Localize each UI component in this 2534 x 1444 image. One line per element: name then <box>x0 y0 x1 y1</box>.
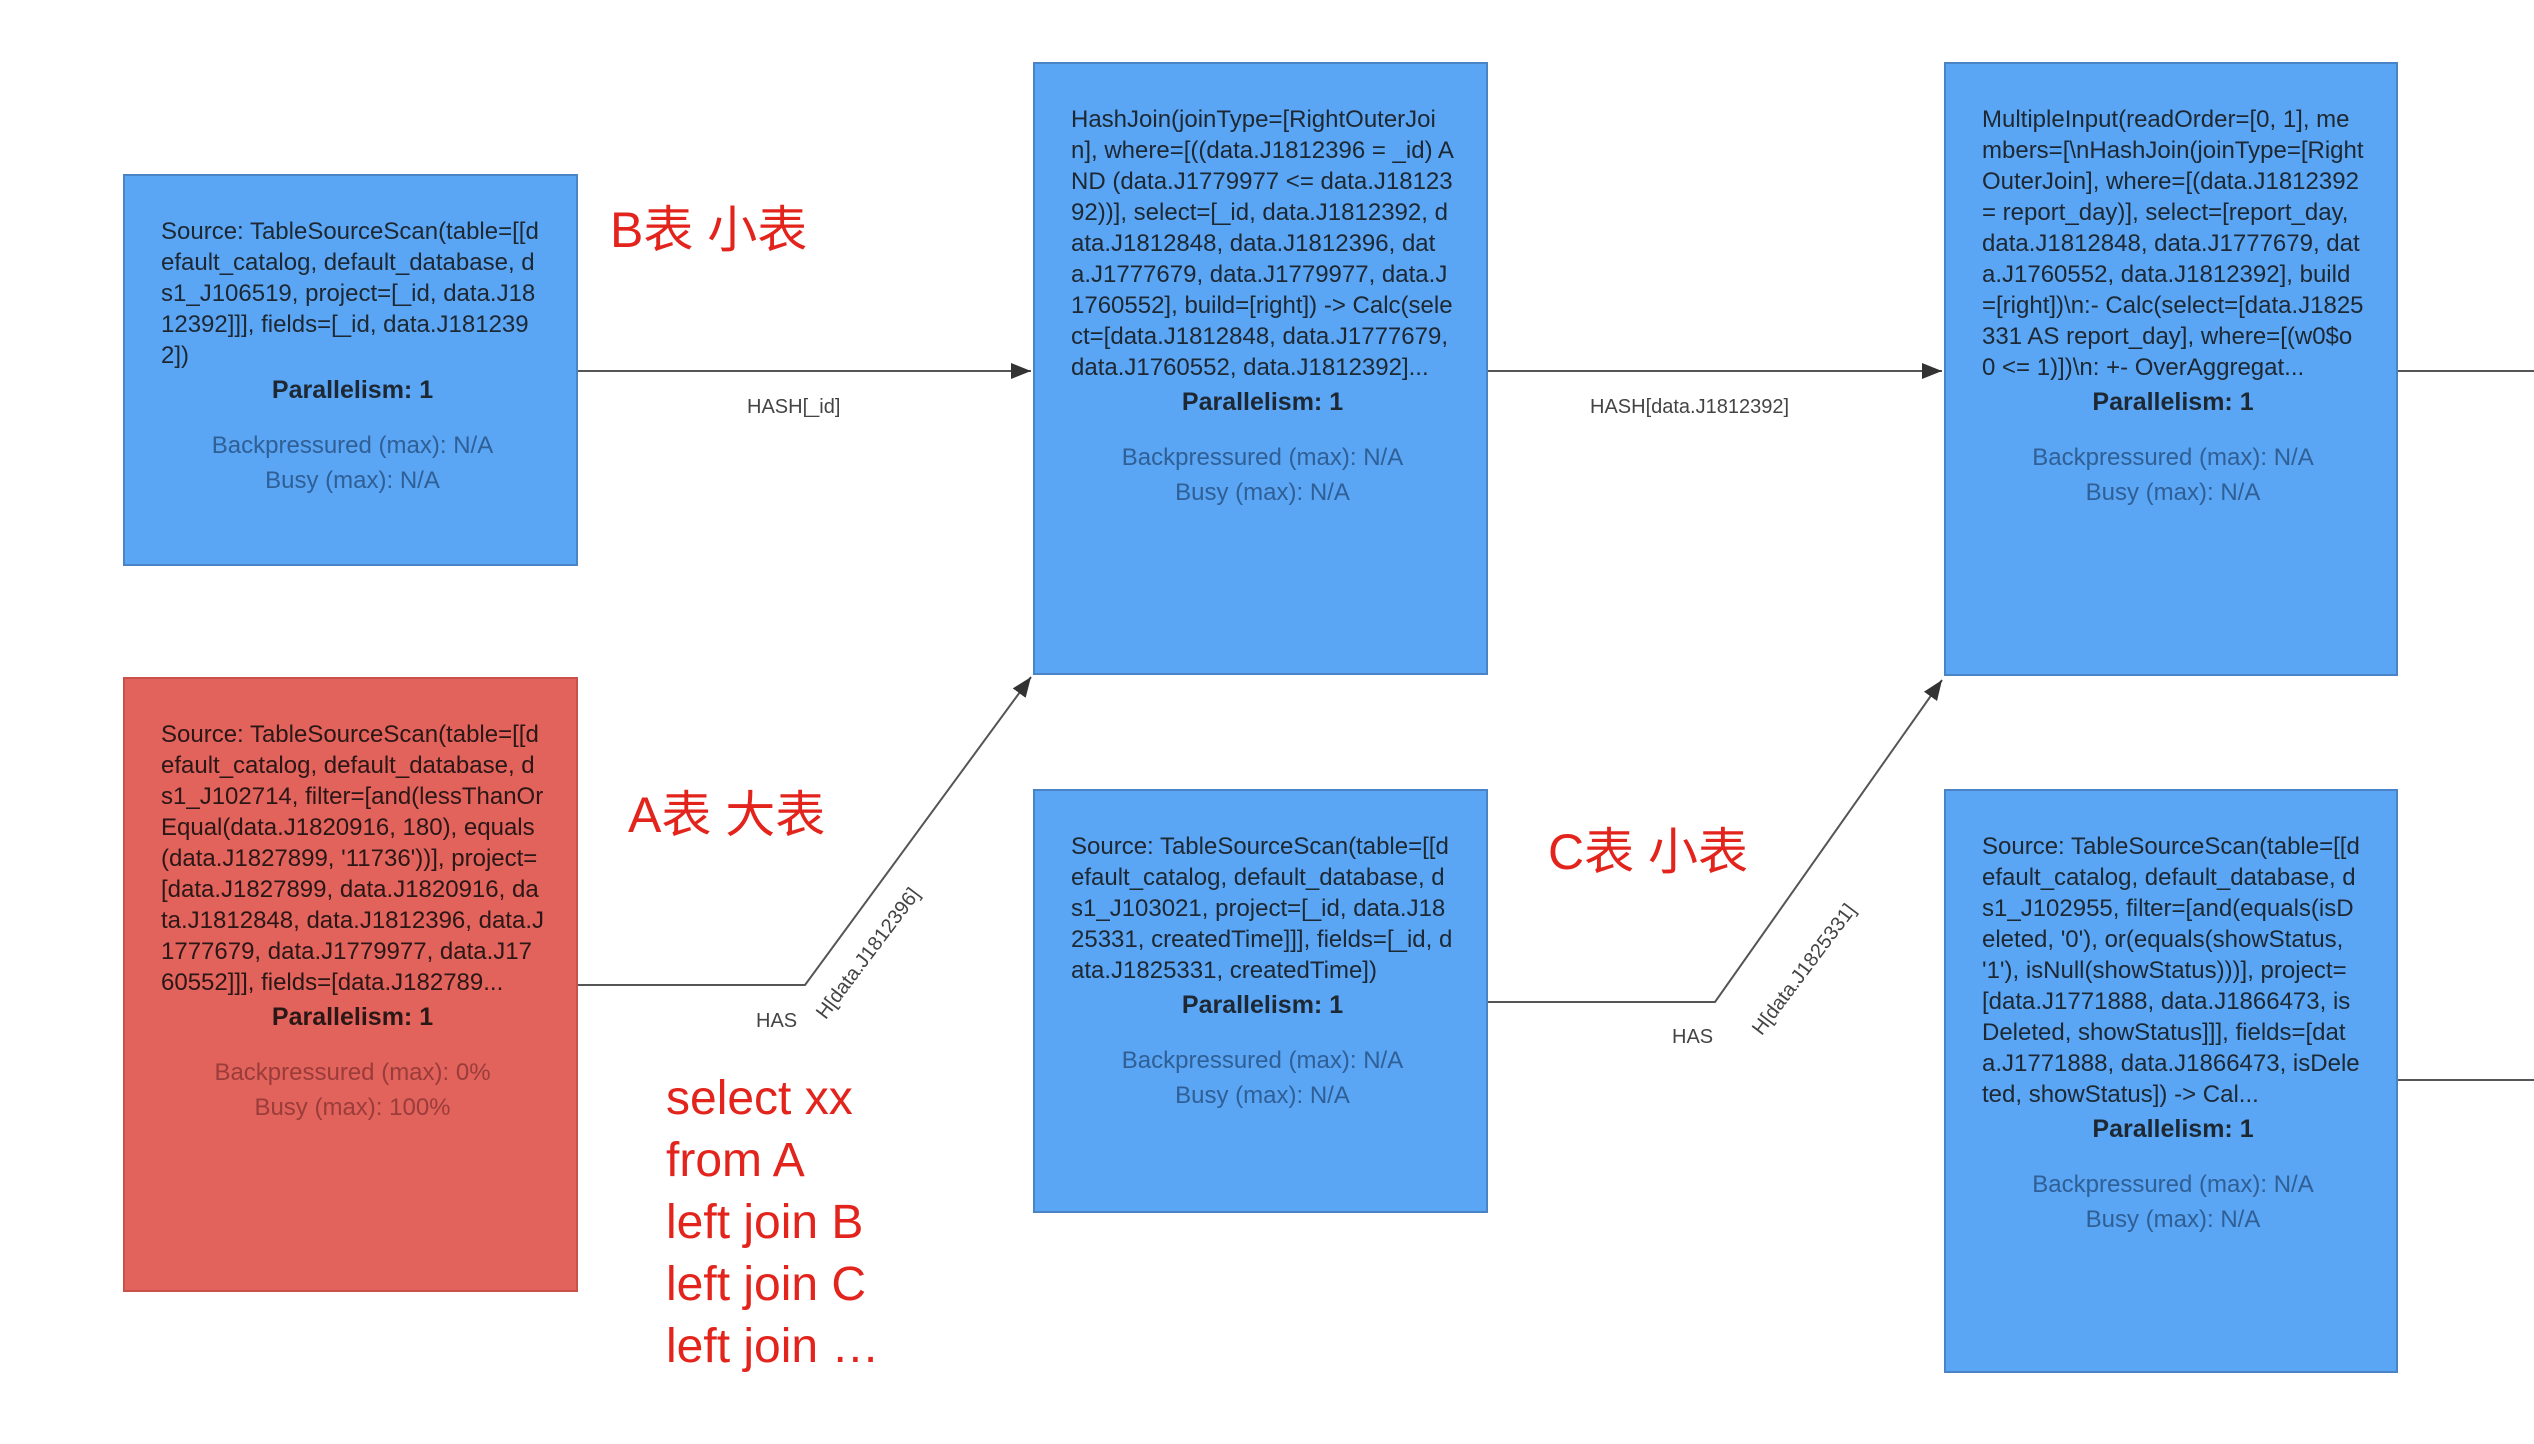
edge-label-b-to-join: HASH[_id] <box>747 396 841 418</box>
node-backpressured: Backpressured (max): N/A <box>1121 1047 1404 1074</box>
node-description: Source: TableSourceScan(table=[[default_… <box>161 721 544 996</box>
edge-c-to-multi[interactable] <box>1488 679 1943 1003</box>
annotation-b-table: B表 小表 <box>610 202 808 258</box>
node-parallelism: Parallelism: 1 <box>2092 388 2254 416</box>
node-a-source[interactable]: Source: TableSourceScan(table=[[default_… <box>123 677 578 1292</box>
sql-line: left join B <box>666 1196 864 1249</box>
node-parallelism: Parallelism: 1 <box>271 376 434 404</box>
edge-label-c-hash: HAS <box>1672 1026 1714 1048</box>
node-busy: Busy (max): N/A <box>2085 479 2261 506</box>
node-busy: Busy (max): N/A <box>1175 479 1350 506</box>
node-multiple-input[interactable]: MultipleInput(readOrder=[0, 1], members=… <box>1944 62 2398 676</box>
node-description: HashJoin(joinType=[RightOuterJoin], wher… <box>1071 106 1454 381</box>
node-d-source[interactable]: Source: TableSourceScan(table=[[default_… <box>1944 789 2398 1373</box>
sql-line: left join C <box>666 1258 867 1311</box>
node-backpressured: Backpressured (max): 0% <box>214 1059 491 1086</box>
node-busy: Busy (max): N/A <box>265 467 440 494</box>
node-hash-join[interactable]: HashJoin(joinType=[RightOuterJoin], wher… <box>1033 62 1488 675</box>
node-description: Source: TableSourceScan(table=[[default_… <box>161 218 539 369</box>
sql-line: left join … <box>666 1320 880 1373</box>
annotation-c-table: C表 小表 <box>1548 824 1748 880</box>
node-parallelism: Parallelism: 1 <box>1181 388 1344 416</box>
sql-line: select xx <box>666 1072 853 1125</box>
node-parallelism: Parallelism: 1 <box>271 1003 434 1031</box>
node-backpressured: Backpressured (max): N/A <box>2032 1171 2314 1198</box>
node-parallelism: Parallelism: 1 <box>2092 1115 2254 1143</box>
node-c-source[interactable]: Source: TableSourceScan(table=[[default_… <box>1033 789 1488 1213</box>
node-description: Source: TableSourceScan(table=[[default_… <box>1071 833 1453 984</box>
node-backpressured: Backpressured (max): N/A <box>1121 444 1404 471</box>
node-b-source[interactable]: Source: TableSourceScan(table=[[default_… <box>123 174 578 566</box>
sql-line: from A <box>666 1134 805 1187</box>
annotation-a-table: A表 大表 <box>628 787 826 843</box>
node-backpressured: Backpressured (max): N/A <box>2032 444 2314 471</box>
edge-a-to-join[interactable] <box>578 676 1032 986</box>
node-description: MultipleInput(readOrder=[0, 1], members=… <box>1982 106 2364 381</box>
node-busy: Busy (max): N/A <box>2085 1206 2261 1233</box>
node-busy: Busy (max): 100% <box>254 1094 451 1121</box>
node-backpressured: Backpressured (max): N/A <box>211 432 494 459</box>
edge-label-a-hash: HAS <box>756 1010 798 1032</box>
node-parallelism: Parallelism: 1 <box>1181 991 1344 1019</box>
edge-label-join-to-multi: HASH[data.J1812392] <box>1590 396 1790 418</box>
annotation-sql: select xx from A left join B left join C… <box>666 1068 879 1378</box>
node-description: Source: TableSourceScan(table=[[default_… <box>1982 833 2360 1108</box>
node-busy: Busy (max): N/A <box>1175 1082 1350 1109</box>
